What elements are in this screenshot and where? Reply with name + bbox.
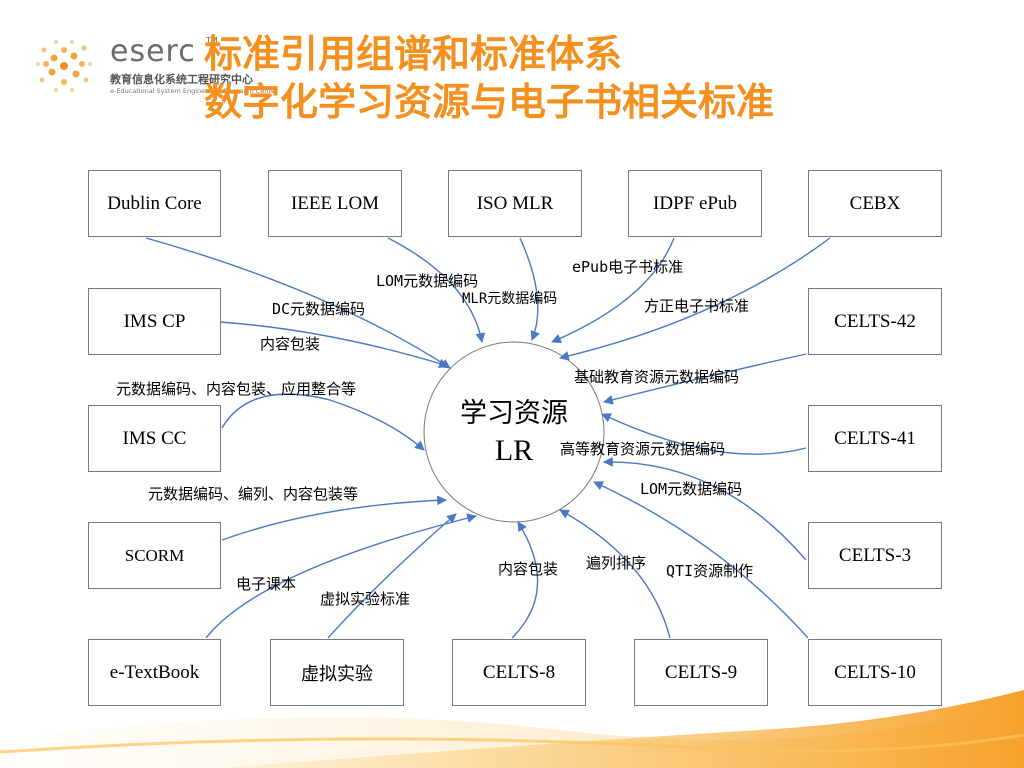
box-idpf-epub: IDPF ePub xyxy=(628,170,762,237)
label-sequencing: 遍列排序 xyxy=(586,554,647,572)
arrow-celts-42 xyxy=(603,353,807,405)
box-celts-42: CELTS-42 xyxy=(808,288,942,355)
arrow-virtual-exp xyxy=(327,513,457,639)
arrow-idpf-epub xyxy=(551,237,675,344)
box-celts-3: CELTS-3 xyxy=(808,522,942,589)
slide-title-line2: 数字化学习资源与电子书相关标准 xyxy=(204,80,775,124)
label-higher-edu-encoding: 高等教育资源元数据编码 xyxy=(560,440,726,458)
slide-title: 标准引用组谱和标准体系 数字化学习资源与电子书相关标准 xyxy=(204,30,934,126)
arrow-celts-10 xyxy=(593,481,809,639)
arrow-iso-mlr xyxy=(519,237,540,341)
box-scorm: SCORM xyxy=(88,522,221,589)
eserc-logo-icon xyxy=(36,39,92,93)
label-lom-encoding-top: LOM元数据编码 xyxy=(376,272,479,290)
arrow-cebx xyxy=(559,237,831,361)
box-ims-cp: IMS CP xyxy=(88,288,221,355)
box-ieee-lom: IEEE LOM xyxy=(268,170,402,237)
logo-english-name: e-Educational System Engineering Researc… xyxy=(110,87,278,95)
label-scorm-functions: 元数据编码、编列、内容包装等 xyxy=(148,485,359,503)
background-swoosh xyxy=(220,690,1024,768)
label-etextbook: 电子课本 xyxy=(236,575,297,593)
logo-trademark: TM xyxy=(206,36,218,45)
label-founder-standard: 方正电子书标准 xyxy=(644,297,750,315)
arrow-celts-3 xyxy=(603,456,807,561)
box-cebx: CEBX xyxy=(808,170,942,237)
arrow-ims-cp xyxy=(219,321,449,369)
box-celts-41: CELTS-41 xyxy=(808,405,942,472)
label-virtual-exp-standard: 虚拟实验标准 xyxy=(320,590,411,608)
arrow-ims-cc xyxy=(221,393,425,451)
box-dublin-core: Dublin Core xyxy=(88,170,221,237)
label-basic-edu-encoding: 基础教育资源元数据编码 xyxy=(574,368,740,386)
label-qti: QTI资源制作 xyxy=(666,562,754,580)
slide-title-line1: 标准引用组谱和标准体系 xyxy=(204,32,623,76)
arrow-e-textbook xyxy=(205,513,477,639)
arrow-celts-9 xyxy=(559,509,671,639)
box-iso-mlr: ISO MLR xyxy=(448,170,582,237)
label-content-packaging-bottom: 内容包装 xyxy=(498,560,559,578)
logo-chinese-name: 教育信息化系统工程研究中心 xyxy=(110,73,253,86)
box-celts-10: CELTS-10 xyxy=(808,639,942,706)
arrow-celts-41 xyxy=(601,413,807,455)
label-lom-encoding-right: LOM元数据编码 xyxy=(640,480,743,498)
arrow-ieee-lom xyxy=(387,237,486,343)
arrow-dublin-core xyxy=(145,237,451,369)
background-swoosh xyxy=(0,733,1024,754)
label-epub-standard: ePub电子书标准 xyxy=(572,258,684,276)
box-e-textbook: e-TextBook xyxy=(88,639,221,706)
center-label-cn: 学习资源 xyxy=(460,398,568,429)
center-label-en: LR xyxy=(494,434,534,467)
box-celts-9: CELTS-9 xyxy=(634,639,768,706)
box-virtual-experiment: 虚拟实验 xyxy=(270,639,404,706)
box-celts-8: CELTS-8 xyxy=(452,639,586,706)
label-mlr-encoding: MLR元数据编码 xyxy=(462,291,558,307)
eserc-logo: eserc TM 教育信息化系统工程研究中心 e-Educational Sys… xyxy=(28,28,288,108)
label-dc-encoding: DC元数据编码 xyxy=(272,300,366,318)
logo-wordmark: eserc xyxy=(110,34,196,69)
learning-resource-node: 学习资源 LR xyxy=(424,346,604,518)
box-ims-cc: IMS CC xyxy=(88,405,221,472)
label-content-packaging-left: 内容包装 xyxy=(260,335,321,353)
arrow-scorm xyxy=(221,495,447,541)
learning-resource-circle xyxy=(423,341,605,523)
label-cc-functions: 元数据编码、内容包装、应用整合等 xyxy=(116,380,357,398)
arrow-celts-8 xyxy=(511,521,539,639)
